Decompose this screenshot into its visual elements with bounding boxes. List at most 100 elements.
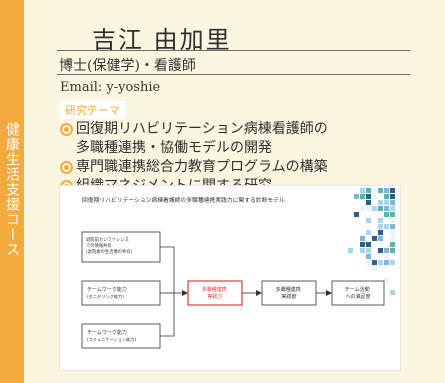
mosaic-pixel: [384, 254, 389, 259]
right-box-1-line: 実践度: [281, 293, 296, 300]
diagram-title: 回復期リハビリテーション病棟看護師の多職種連携実践力に関する診断モデル: [82, 196, 285, 204]
mosaic-pixel: [366, 194, 371, 199]
mosaic-pixel: [366, 254, 371, 259]
mosaic-pixel: [360, 188, 365, 193]
mosaic-pixel: [378, 218, 383, 223]
left-box-2-line: チームワーク能力: [87, 286, 127, 293]
mosaic-pixel: [366, 242, 371, 247]
mosaic-pixel: [390, 230, 395, 235]
mosaic-pixel: [372, 194, 377, 199]
arrow-head-icon: [182, 290, 188, 296]
research-topic-text: 多職種連携・協働モデルの開発: [76, 140, 272, 156]
research-theme-label: 研究テーマ: [60, 101, 125, 119]
right-box-1-line: 多職種連携: [276, 286, 301, 293]
divider-bottom: [57, 74, 410, 75]
sidebar-band: [0, 0, 24, 383]
mosaic-pixel: [384, 212, 389, 217]
mosaic-pixel: [366, 260, 371, 265]
mosaic-pixel: [372, 206, 377, 211]
arrow-head-icon: [256, 290, 262, 296]
mosaic-pixel: [384, 260, 389, 265]
mosaic-pixel: [390, 212, 395, 217]
mosaic-pixel: [378, 200, 383, 205]
mosaic-pixel: [366, 230, 371, 235]
mosaic-pixel: [378, 260, 383, 265]
mosaic-pixel: [366, 218, 371, 223]
mosaic-pixel: [378, 248, 383, 253]
mosaic-pixel: [360, 236, 365, 241]
mosaic-pixel: [384, 224, 389, 229]
left-box-1: [81, 231, 161, 263]
mosaic-pixel: [384, 188, 389, 193]
profile-email: Email: y-yoshie: [60, 80, 161, 95]
mosaic-pixel: [378, 224, 383, 229]
bullet-circle-icon: [60, 161, 73, 174]
left-box-2-line: (モニタリング能力): [87, 293, 124, 300]
mosaic-pixel: [360, 248, 365, 253]
research-topic-item-continuation: 多職種連携・協働モデルの開発: [60, 139, 420, 158]
mosaic-pixel: [360, 206, 365, 211]
mosaic-pixel: [390, 236, 395, 241]
left-box-2: [81, 280, 161, 306]
mosaic-pixel: [354, 194, 359, 199]
left-box-1-line: での情報共有: [86, 242, 112, 249]
center-box: [187, 280, 243, 306]
mosaic-pixel: [384, 248, 389, 253]
center-box-line: 多職種連携: [202, 286, 227, 293]
mosaic-pixel: [390, 260, 395, 265]
mosaic-pixel: [378, 188, 383, 193]
left-box-3-line: チームワーク能力: [87, 329, 127, 336]
mosaic-pixel: [360, 194, 365, 199]
left-box-3: [81, 323, 161, 349]
left-box-3-line: (コミュニケーション能力): [87, 336, 137, 343]
research-topic-text: 専門職連携総合力教育プログラムの構築: [76, 159, 328, 175]
left-box-2-text: チームワーク能力 (モニタリング能力): [87, 286, 128, 300]
mosaic-pixel: [390, 188, 395, 193]
left-box-1-text: 退院前カンファレンス での情報共有 (退院後の生活像の共有): [86, 236, 133, 255]
research-topic-text: 回復期リハビリテーション病棟看護師の: [76, 121, 328, 137]
mosaic-pixel: [348, 248, 353, 253]
sidebar-course-label: 健康生活支援コース: [4, 122, 20, 257]
mosaic-pixel: [384, 278, 389, 283]
mosaic-pixel: [366, 188, 371, 193]
mosaic-pixel: [384, 200, 389, 205]
mosaic-pixel: [390, 242, 395, 247]
mosaic-pixel: [366, 248, 371, 253]
right-box-1: [261, 280, 317, 306]
mosaic-pixel: [384, 194, 389, 199]
mosaic-pixel: [372, 266, 377, 271]
research-diagram: 回復期リハビリテーション病棟看護師の多職種連携実践力に関する診断モデル 退院前カ…: [59, 185, 401, 371]
left-box-1-line: (退院後の生活像の共有): [86, 248, 133, 255]
right-box-2-line: への満足度: [345, 293, 370, 300]
mosaic-pixel: [372, 188, 377, 193]
arrow-head-icon: [326, 290, 332, 296]
center-box-text: 多職種連携 実践力: [202, 286, 229, 300]
connector-bracket: [160, 246, 175, 337]
research-topic-item: 専門職連携総合力教育プログラムの構築: [60, 158, 420, 177]
right-box-2: [331, 280, 385, 306]
mosaic-pixel: [390, 206, 395, 211]
mosaic-pixel: [378, 236, 383, 241]
mosaic-pixel: [390, 218, 395, 223]
mosaic-pixel: [390, 194, 395, 199]
mosaic-pixel: [390, 290, 395, 295]
mosaic-pixel: [390, 200, 395, 205]
right-box-1-text: 多職種連携 実践度: [276, 286, 303, 300]
mosaic-pixel: [378, 206, 383, 211]
mosaic-pixel: [378, 230, 383, 235]
bullet-circle-icon: [60, 123, 73, 136]
profile-title: 博士(保健学)・看護師: [59, 58, 196, 74]
divider-top: [57, 50, 410, 51]
research-topic-item: 回復期リハビリテーション病棟看護師の: [60, 120, 420, 139]
right-box-2-line: チーム活動: [345, 286, 370, 293]
left-box-1-line: 退院前カンファレンス: [86, 236, 129, 243]
mosaic-pixel: [390, 248, 395, 253]
mosaic-pixel: [390, 224, 395, 229]
right-box-2-text: チーム活動 への満足度: [345, 286, 371, 300]
center-box-line: 実践力: [207, 293, 222, 300]
mosaic-pixel: [366, 206, 371, 211]
mosaic-pixel: [372, 260, 377, 265]
profile-name: 吉江 由加里: [92, 26, 232, 54]
mosaic-pixel: [360, 242, 365, 247]
mosaic-pixel: [366, 200, 371, 205]
